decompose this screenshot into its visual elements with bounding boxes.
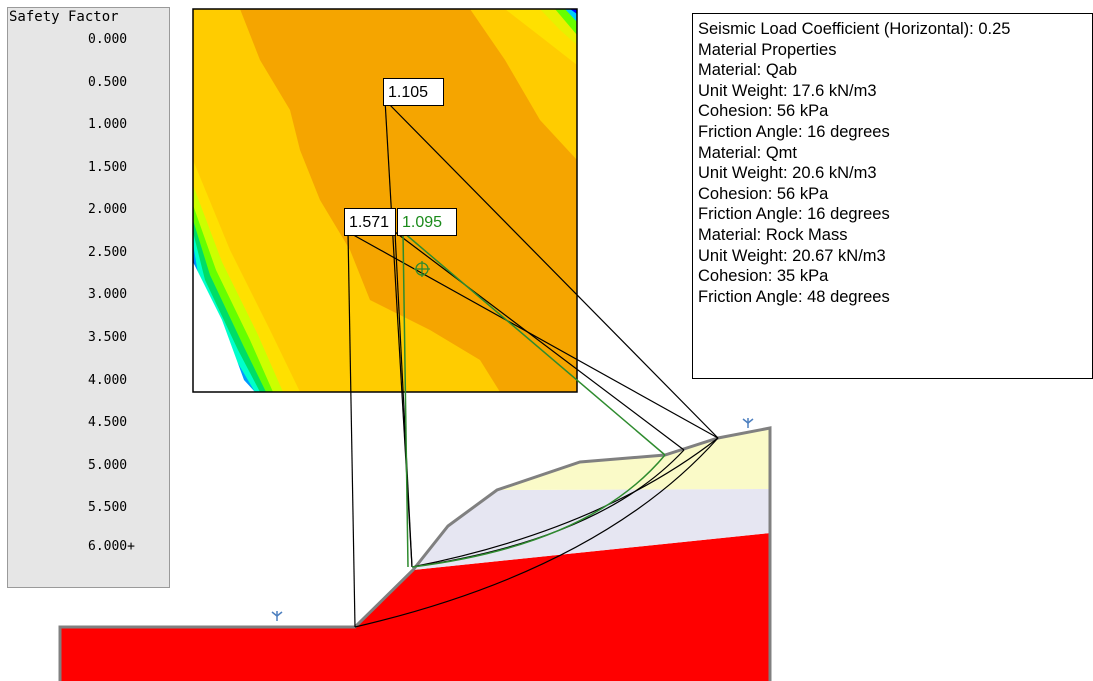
contour-band-6p0: [570, 9, 577, 14]
info-line: Seismic Load Coefficient (Horizontal): 0…: [698, 20, 1011, 38]
slope-outline: [58, 426, 772, 681]
minimum-slip-surface: [411, 454, 666, 568]
info-line: Cohesion: 56 kPa: [698, 102, 829, 121]
rock-mass-region: [60, 533, 770, 681]
info-line: Friction Angle: 48 degrees: [698, 287, 890, 306]
info-line: Unit Weight: 20.67 kN/m3: [698, 246, 886, 265]
fs-value: 1.571: [349, 214, 390, 231]
radius-line: [394, 231, 413, 568]
water-table-marker-icon: [271, 611, 283, 621]
slip-surface: [354, 437, 719, 628]
unsearched-area: [193, 262, 255, 392]
info-line: Material: Qab: [698, 61, 798, 80]
minimum-radius-line: [402, 231, 666, 456]
fs-label-1095-minimum: 1.095: [397, 208, 457, 236]
legend-label: 1.500: [88, 159, 128, 175]
legend-label: 6.000+: [88, 538, 135, 554]
fs-value: 1.095: [402, 214, 443, 231]
info-line: Material Properties: [698, 40, 837, 59]
info-line: Friction Angle: 16 degrees: [698, 122, 890, 141]
fs-label-1571: 1.571: [344, 208, 396, 236]
radius-line: [347, 231, 356, 628]
radius-line: [347, 231, 719, 439]
contour-band-5p0: [565, 9, 577, 22]
info-line: Unit Weight: 17.6 kN/m3: [698, 81, 877, 100]
legend-label: 1.000: [88, 117, 128, 133]
info-line: Material: Qmt: [698, 143, 798, 162]
slip-radii-lines: [347, 99, 719, 628]
radius-line: [394, 231, 685, 451]
slip-surfaces: [354, 231, 719, 628]
info-line: Material: Rock Mass: [698, 225, 848, 244]
safety-factor-legend: [7, 7, 170, 588]
water-table-marker-icon: [742, 418, 754, 428]
safety-factor-contour-grid: [192, 8, 578, 393]
info-line: Cohesion: 35 kPa: [698, 267, 829, 286]
info-line: Unit Weight: 20.6 kN/m3: [698, 164, 877, 183]
info-line: Cohesion: 56 kPa: [698, 184, 829, 203]
legend-label: 4.000: [88, 372, 128, 388]
legend-label: 0.000: [88, 32, 128, 47]
legend-title: Safety Factor: [9, 9, 119, 25]
legend-label: 4.500: [88, 415, 128, 431]
fs-value: 1.105: [388, 84, 429, 101]
legend-label: 2.500: [88, 244, 128, 260]
slip-center-crosshair-icon: [414, 261, 430, 277]
slip-surface: [411, 437, 719, 568]
radius-line: [384, 99, 719, 439]
legend-label: 3.000: [88, 287, 128, 303]
legend-label: 5.000: [88, 457, 128, 473]
info-line: Friction Angle: 16 degrees: [698, 205, 890, 224]
fs-label-1105: 1.105: [383, 78, 444, 106]
legend-label: 2.000: [88, 202, 128, 218]
legend-label: 3.500: [88, 329, 128, 345]
legend-label: 5.500: [88, 500, 128, 516]
info-lines: Seismic Load Coefficient (Horizontal): 0…: [698, 19, 1092, 307]
material-properties-panel: Seismic Load Coefficient (Horizontal): 0…: [692, 13, 1093, 379]
contour-band-1p0: [240, 9, 577, 392]
minimum-radius-line: [402, 231, 409, 568]
grid-border: [192, 8, 578, 393]
legend-label: 0.500: [88, 74, 128, 90]
